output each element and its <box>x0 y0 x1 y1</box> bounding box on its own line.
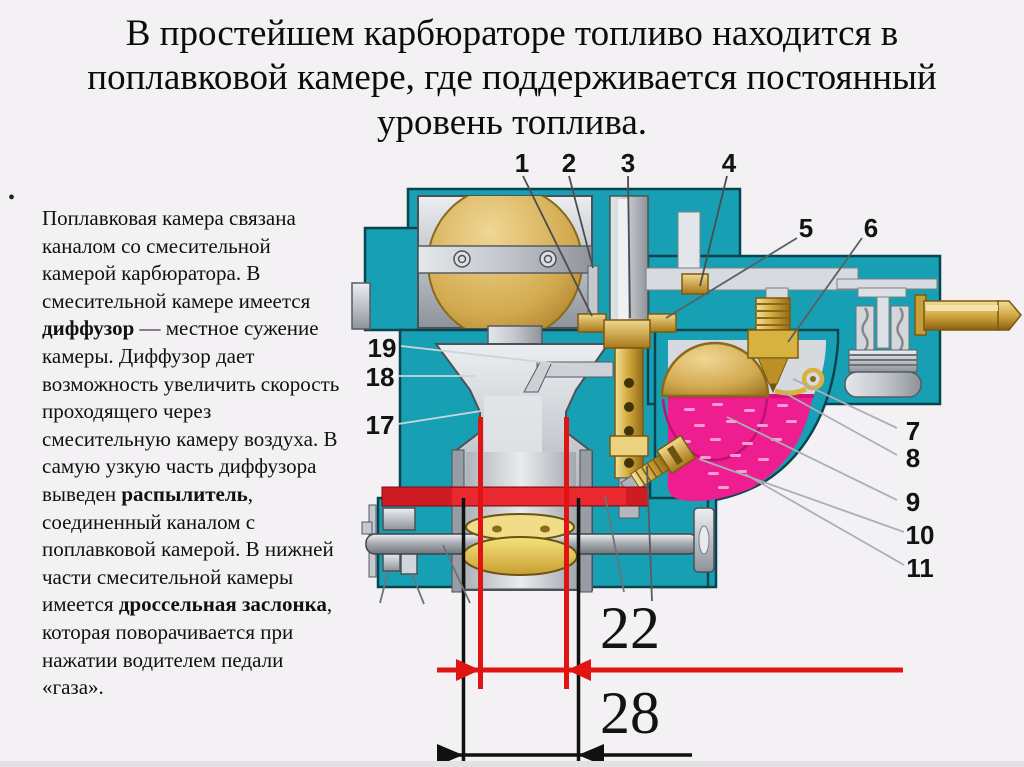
callout-10: 10 <box>906 520 935 550</box>
callout-4: 4 <box>722 148 737 178</box>
callout-leaders <box>379 175 905 605</box>
callout-8: 8 <box>906 443 920 473</box>
air-channel <box>677 211 701 271</box>
float <box>660 341 770 398</box>
term-throttle: дроссельная заслонка <box>118 592 327 617</box>
gasket-band <box>381 486 649 507</box>
choke-valve <box>418 196 592 328</box>
callout-9: 9 <box>906 487 920 517</box>
text-seg-2: — местное сужение камеры. Диффузор дает … <box>42 316 340 506</box>
callout-6: 6 <box>864 213 878 243</box>
float-lever <box>774 386 808 396</box>
callout-7: 7 <box>906 416 920 446</box>
emulsion-tube <box>577 265 709 519</box>
callout-1: 1 <box>515 148 529 178</box>
text-seg-1: Поплавковая камера связана каналом со см… <box>42 206 311 313</box>
callout-3: 3 <box>621 148 635 178</box>
jet-nut <box>647 313 677 333</box>
fuel-channel <box>645 267 859 291</box>
callout-19: 19 <box>368 333 397 363</box>
callout-17: 17 <box>366 410 395 440</box>
dimension-lines: 22 28 <box>437 417 903 766</box>
dimension-bore: 28 <box>600 680 660 746</box>
bullet-marker: • <box>8 187 16 209</box>
callout-5: 5 <box>799 213 813 243</box>
slide-title: В простейшем карбюраторе топливо находит… <box>87 13 937 143</box>
choke-screw <box>539 250 557 268</box>
term-sprayer: распылитель <box>121 481 248 506</box>
callout-11: 11 <box>906 553 934 583</box>
slide-bottom-edge <box>0 761 1024 767</box>
choke-screw <box>453 250 471 268</box>
text-seg-4: , которая поворачивается при нажатии вод… <box>42 592 333 700</box>
fuel <box>667 396 813 502</box>
body-paragraph: Поплавковая камера связана каналом со см… <box>42 205 342 702</box>
fuel-filter <box>844 287 922 398</box>
bullet-item: • Поплавковая камера связана каналом со … <box>8 184 344 723</box>
callout-numbers: 1 2 3 4 5 6 7 8 9 10 11 17 18 19 <box>366 148 935 583</box>
sprayer-nozzle <box>523 361 553 393</box>
text-seg-3: , соединенный каналом с поплавковой каме… <box>42 481 334 617</box>
throttle-valve <box>462 513 578 576</box>
callout-2: 2 <box>562 148 576 178</box>
jet-nut <box>577 313 607 333</box>
jet-nut <box>681 273 709 295</box>
fuel-inlet-pipe <box>914 294 1022 336</box>
term-diffuser: диффузор <box>42 316 135 341</box>
callout-18: 18 <box>366 362 395 392</box>
float-chamber <box>660 340 826 502</box>
dimension-venturi-throat: 22 <box>600 595 660 661</box>
